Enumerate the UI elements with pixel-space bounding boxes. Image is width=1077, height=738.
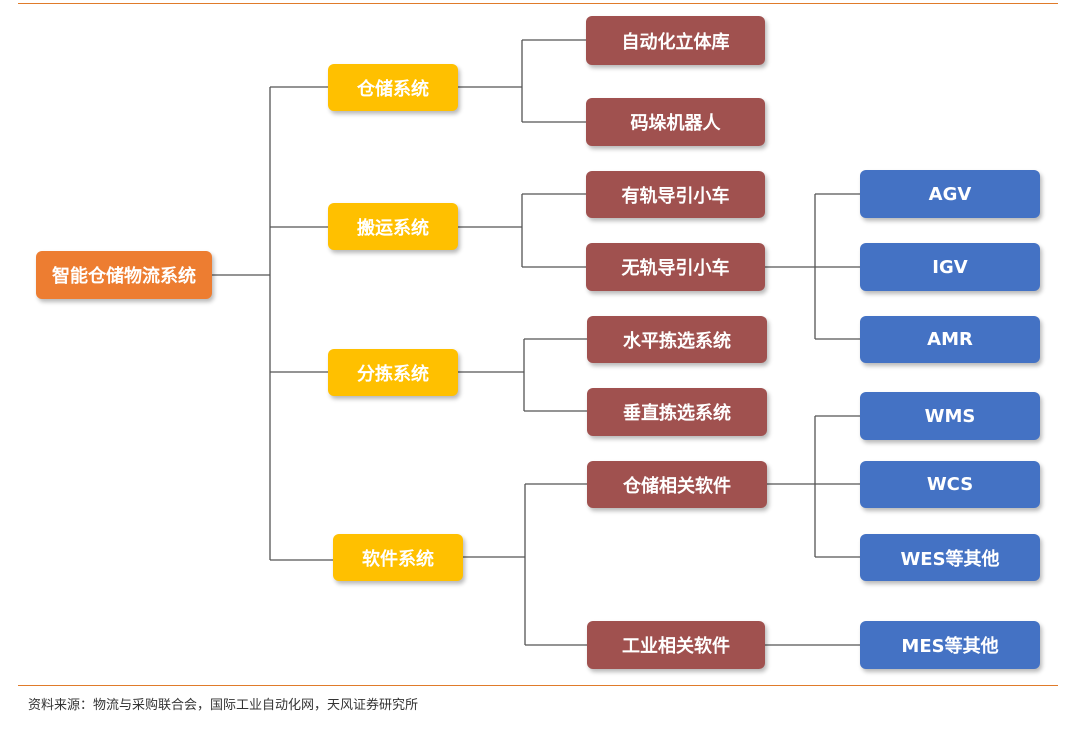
node-rail-guided-vehicle: 有轨导引小车 xyxy=(586,171,765,218)
node-palletizing-robot: 码垛机器人 xyxy=(586,98,765,146)
node-wms: WMS xyxy=(860,392,1040,440)
node-mes-others: MES等其他 xyxy=(860,621,1040,669)
top-divider xyxy=(18,3,1058,4)
node-trackless-guided-vehicle: 无轨导引小车 xyxy=(586,243,765,291)
node-agv: AGV xyxy=(860,170,1040,218)
node-horizontal-picking: 水平拣选系统 xyxy=(587,316,767,363)
node-wes-others: WES等其他 xyxy=(860,534,1040,581)
node-storage-system: 仓储系统 xyxy=(328,64,458,111)
node-industrial-software: 工业相关软件 xyxy=(587,621,765,669)
root-node: 智能仓储物流系统 xyxy=(36,251,212,299)
node-amr: AMR xyxy=(860,316,1040,363)
source-note: 资料来源：物流与采购联合会，国际工业自动化网，天风证券研究所 xyxy=(28,698,419,713)
bottom-divider xyxy=(18,685,1058,686)
node-sorting-system: 分拣系统 xyxy=(328,349,458,396)
node-handling-system: 搬运系统 xyxy=(328,203,458,250)
node-warehouse-software: 仓储相关软件 xyxy=(587,461,767,508)
node-automated-warehouse: 自动化立体库 xyxy=(586,16,765,65)
node-software-system: 软件系统 xyxy=(333,534,463,581)
node-wcs: WCS xyxy=(860,461,1040,508)
node-igv: IGV xyxy=(860,243,1040,291)
node-vertical-picking: 垂直拣选系统 xyxy=(587,388,767,436)
